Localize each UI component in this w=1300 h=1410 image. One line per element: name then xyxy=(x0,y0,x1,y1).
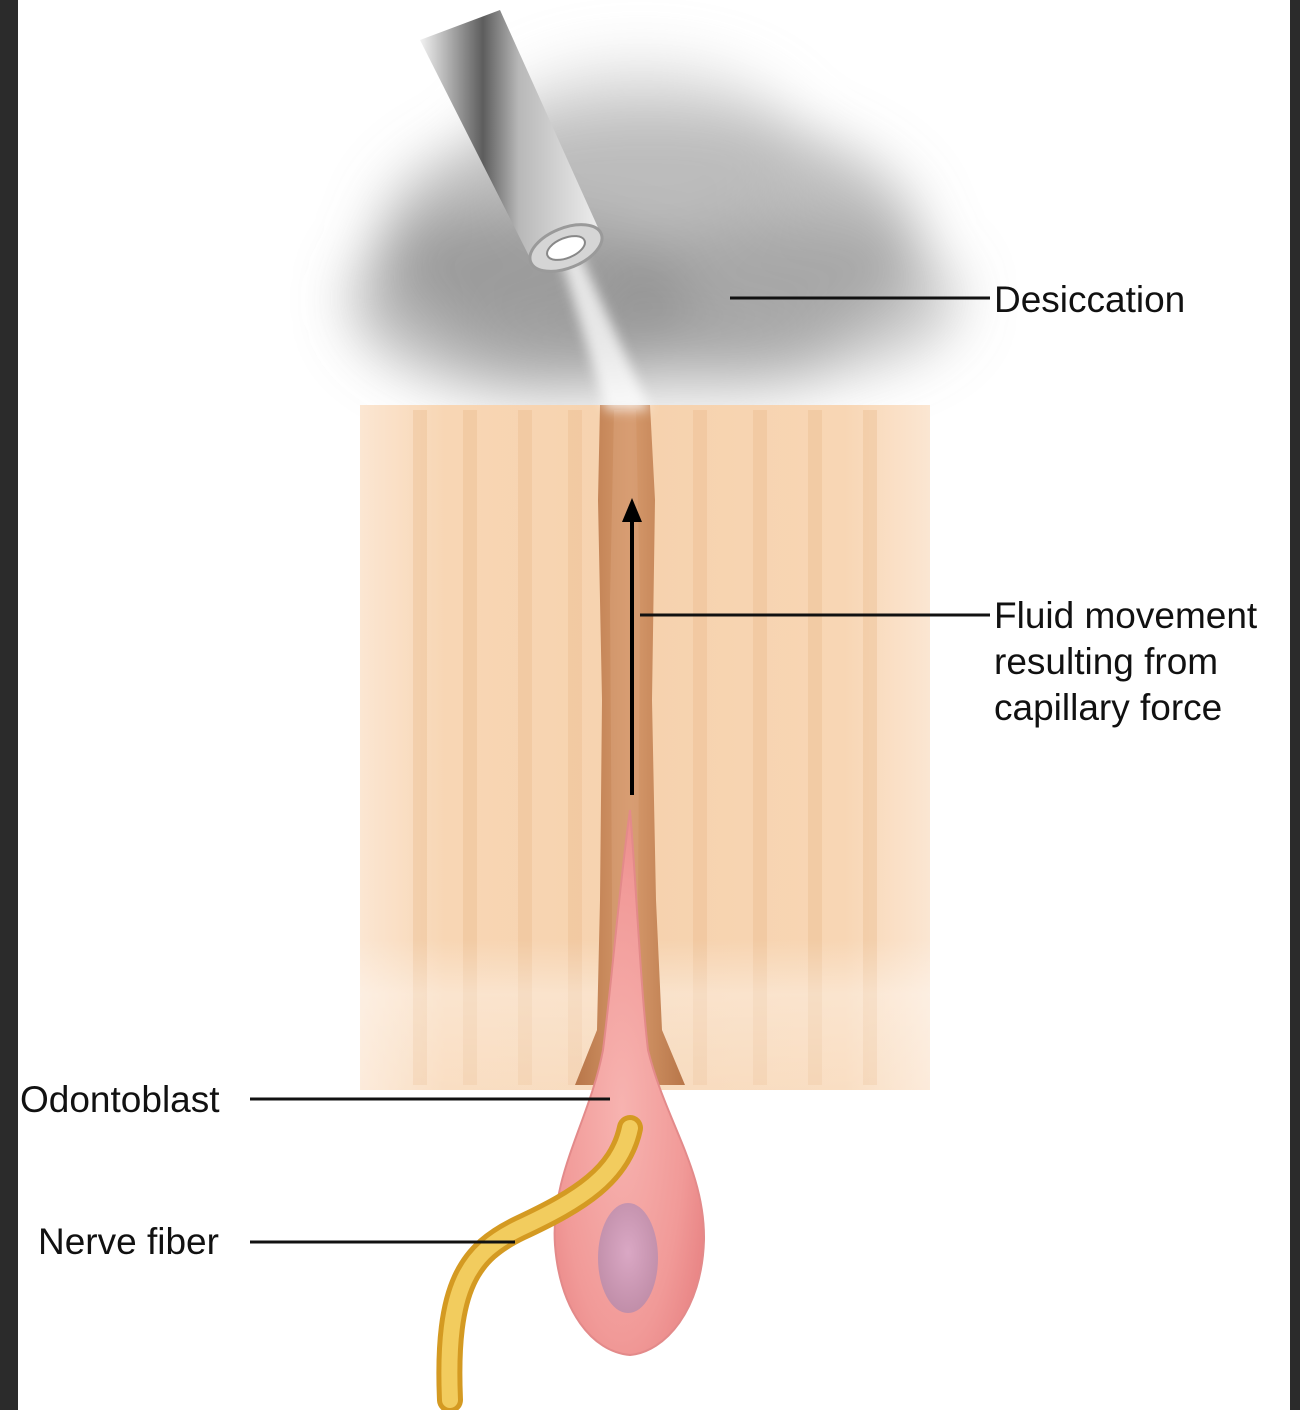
desiccation-label: Desiccation xyxy=(994,276,1185,324)
odontoblast-label: Odontoblast xyxy=(20,1076,220,1124)
fluid-movement-label-line1: Fluid movement xyxy=(994,592,1257,640)
fluid-movement-label-line3: capillary force xyxy=(994,684,1222,732)
odontoblast-nucleus xyxy=(598,1203,658,1313)
air-blast-cloud xyxy=(350,60,960,410)
nerve-fiber-label: Nerve fiber xyxy=(38,1218,219,1266)
fluid-movement-label-line2: resulting from xyxy=(994,638,1218,686)
